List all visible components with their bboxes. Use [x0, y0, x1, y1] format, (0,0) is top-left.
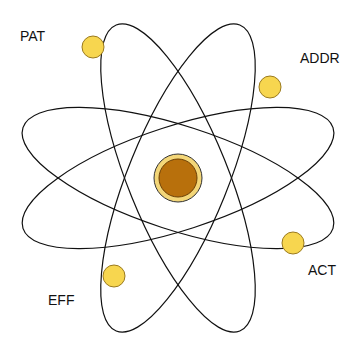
orbit: [7, 78, 349, 278]
electron: [82, 36, 104, 58]
nucleus-ring: [154, 154, 202, 202]
orbit: [70, 6, 286, 349]
electron: [282, 232, 304, 254]
electron-label: EFF: [46, 292, 76, 308]
orbit: [70, 6, 286, 349]
orbit: [7, 78, 349, 278]
nucleus: [159, 159, 197, 197]
electron-label: ACT: [306, 262, 338, 278]
electron: [259, 76, 281, 98]
electron-label: ADDR: [298, 50, 342, 66]
electron-label: PAT: [18, 28, 47, 44]
electron: [103, 265, 125, 287]
